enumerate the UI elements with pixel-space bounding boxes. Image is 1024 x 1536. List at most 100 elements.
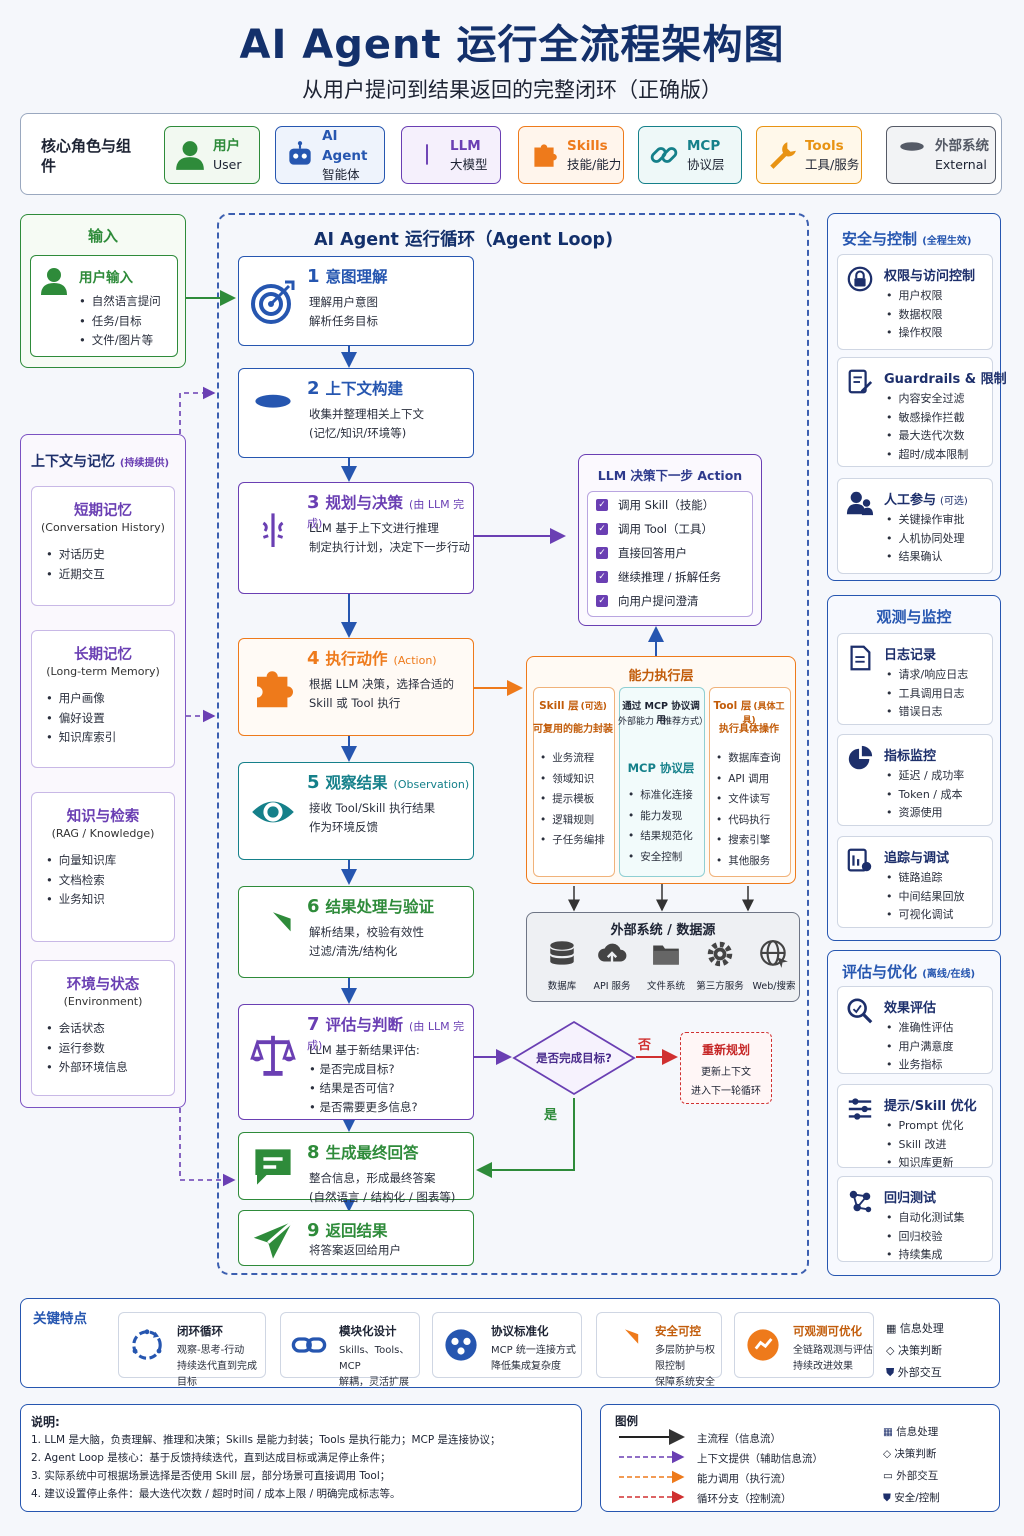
- memory-card-list: 用户画像偏好设置知识库索引: [46, 689, 117, 748]
- memory-card-subtitle: (Conversation History): [41, 521, 165, 534]
- card-list: 链路追踪中间结果回放可视化调试: [886, 869, 965, 925]
- checkbox-icon: ✓: [596, 595, 608, 607]
- card-list: Prompt 优化Skill 改进知识库更新: [886, 1117, 964, 1173]
- brain-icon: [249, 507, 301, 559]
- legend-title: 图例: [615, 1414, 638, 1428]
- user-input-card: 用户输入 自然语言提问 任务/目标 文件/图片等: [30, 255, 178, 357]
- shield-icon: ⛊: [883, 1492, 891, 1504]
- card-list: 用户权限数据权限操作权限: [886, 287, 943, 343]
- memory-card-environment-state: 环境与状态(Environment)会话状态运行参数外部环境信息: [31, 960, 175, 1096]
- checkbox-icon: ✓: [596, 499, 608, 511]
- replan-box: 重新规划 更新上下文 进入下一轮循环: [680, 1032, 772, 1104]
- card-list: 关键操作审批人机协同处理结果确认: [886, 511, 965, 567]
- step-desc: 收集并整理相关上下文(记忆/知识/环境等): [309, 407, 424, 440]
- page-title: AI Agent 运行全流程架构图: [239, 22, 785, 68]
- notes-panel: 说明: 1. LLM 是大脑，负责理解、推理和决策；Skills 是能力封装；T…: [20, 1404, 582, 1512]
- sliders-icon: [846, 1095, 874, 1127]
- puzzle-icon: [527, 138, 561, 172]
- cloud-icon: [586, 938, 638, 972]
- step-note: (由 LLM 完成): [307, 1020, 465, 1052]
- info-process-icon: ▦: [883, 1426, 893, 1438]
- gear-icon: [694, 938, 746, 972]
- feature-card: 闭环循环观察-思考-行动持续迭代直到完成目标: [118, 1312, 266, 1388]
- feature-card: 可观测可优化全链路观测与评估持续改进效果: [734, 1312, 874, 1378]
- replan-line-1: 更新上下文: [701, 1067, 751, 1078]
- robot-icon: [284, 138, 316, 172]
- chat-icon: [249, 1143, 301, 1195]
- input-title: 输入: [87, 227, 118, 245]
- skill-layer-title: Skill 层(可选): [539, 700, 607, 712]
- mcp-layer-list: 标准化连接能力发现结果规范化安全控制: [628, 785, 693, 867]
- decision-item: ✓调用 Tool（工具）: [596, 521, 713, 537]
- step-number: 4: [307, 648, 320, 669]
- brain-icon: [410, 138, 444, 172]
- card-title: 权限与访问控制: [884, 269, 976, 284]
- memory-card-list: 会话状态运行参数外部环境信息: [46, 1019, 128, 1078]
- step-title-text: 规划与决策: [325, 494, 404, 512]
- observe-card: 日志记录请求/响应日志工具调用日志错误日志: [837, 633, 993, 725]
- memory-card-title: 环境与状态: [66, 977, 140, 993]
- feature-card: 安全可控多层防护与权限控制保障系统安全: [596, 1312, 722, 1388]
- step-title-text: 评估与判断: [325, 1016, 404, 1034]
- legend-panel: 图例 主流程（信息流） 上下文提供（辅助信息流） 能力调用（执行流） 循环分支（…: [600, 1404, 1000, 1512]
- step-number: 8: [307, 1142, 320, 1163]
- puzzle-link-icon: [291, 1327, 329, 1365]
- card-title: 提示/Skill 优化: [884, 1099, 977, 1114]
- judge-diamond: [512, 1020, 636, 1096]
- pie-chart-icon: [846, 745, 874, 777]
- card-title: 日志记录: [884, 648, 937, 663]
- mcp-top-line-1: 通过 MCP 协议调用: [622, 701, 700, 726]
- skill-layer-subtitle: 可复用的能力封装: [533, 724, 613, 735]
- card-list: 自动化测试集回归校验持续集成: [886, 1209, 965, 1265]
- step-title-text: 意图理解: [325, 268, 388, 286]
- monitor-icon: ▭: [883, 1470, 893, 1482]
- memory-card-knowledge-retrieval: 知识与检索(RAG / Knowledge)向量知识库文档检索业务知识: [31, 792, 175, 942]
- judge-no-label: 否: [638, 1038, 652, 1053]
- input-panel: 输入 用户输入 自然语言提问 任务/目标 文件/图片等: [20, 214, 186, 368]
- step-title-text: 观察结果: [325, 774, 388, 792]
- step-note: (由 LLM 完成): [307, 498, 465, 530]
- step-desc: LLM 基于上下文进行推理制定执行计划，决定下一步行动: [309, 521, 470, 554]
- step-desc: 解析结果，校验有效性过滤/清洗/结构化: [309, 925, 424, 958]
- lock-icon: [846, 265, 874, 297]
- roles-label: 核心角色与组件: [41, 137, 132, 175]
- memory-card-title: 长期记忆: [74, 647, 132, 663]
- llm-decision-title: LLM 决策下一步 Action: [597, 468, 743, 483]
- memory-card-subtitle: (RAG / Knowledge): [51, 827, 155, 840]
- memory-title: 上下文与记忆 (持续提供): [31, 454, 170, 470]
- step-desc: 理解用户意图解析任务目标: [309, 295, 378, 328]
- user-icon: [41, 268, 67, 295]
- step-note: (Action): [393, 654, 437, 667]
- card-title: 指标监控: [884, 749, 937, 764]
- external-title: 外部系统 / 数据源: [610, 923, 716, 938]
- security-icon: [607, 1327, 645, 1365]
- card-list: 内容安全过滤敏感操作拦截最大迭代次数超时/成本限制: [886, 390, 969, 464]
- memory-card-subtitle: (Long-term Memory): [46, 665, 160, 678]
- step-desc: 整合信息，形成最终答案(自然语言 / 结构化 / 图表等): [309, 1171, 456, 1204]
- log-icon: [846, 644, 874, 676]
- security-card: 权限与访问控制用户权限数据权限操作权限: [837, 254, 993, 350]
- puzzle-icon: [249, 664, 301, 716]
- external-item: Web/搜索: [748, 938, 800, 992]
- card-list: 请求/响应日志工具调用日志错误日志: [886, 666, 969, 722]
- mcp-layer-title: MCP 协议层: [627, 761, 695, 775]
- tool-layer-title: Tool 层(具体工具): [713, 700, 785, 726]
- checkbox-icon: ✓: [596, 523, 608, 535]
- decision-item: ✓向用户提问澄清: [596, 593, 699, 609]
- users-icon: [846, 489, 874, 521]
